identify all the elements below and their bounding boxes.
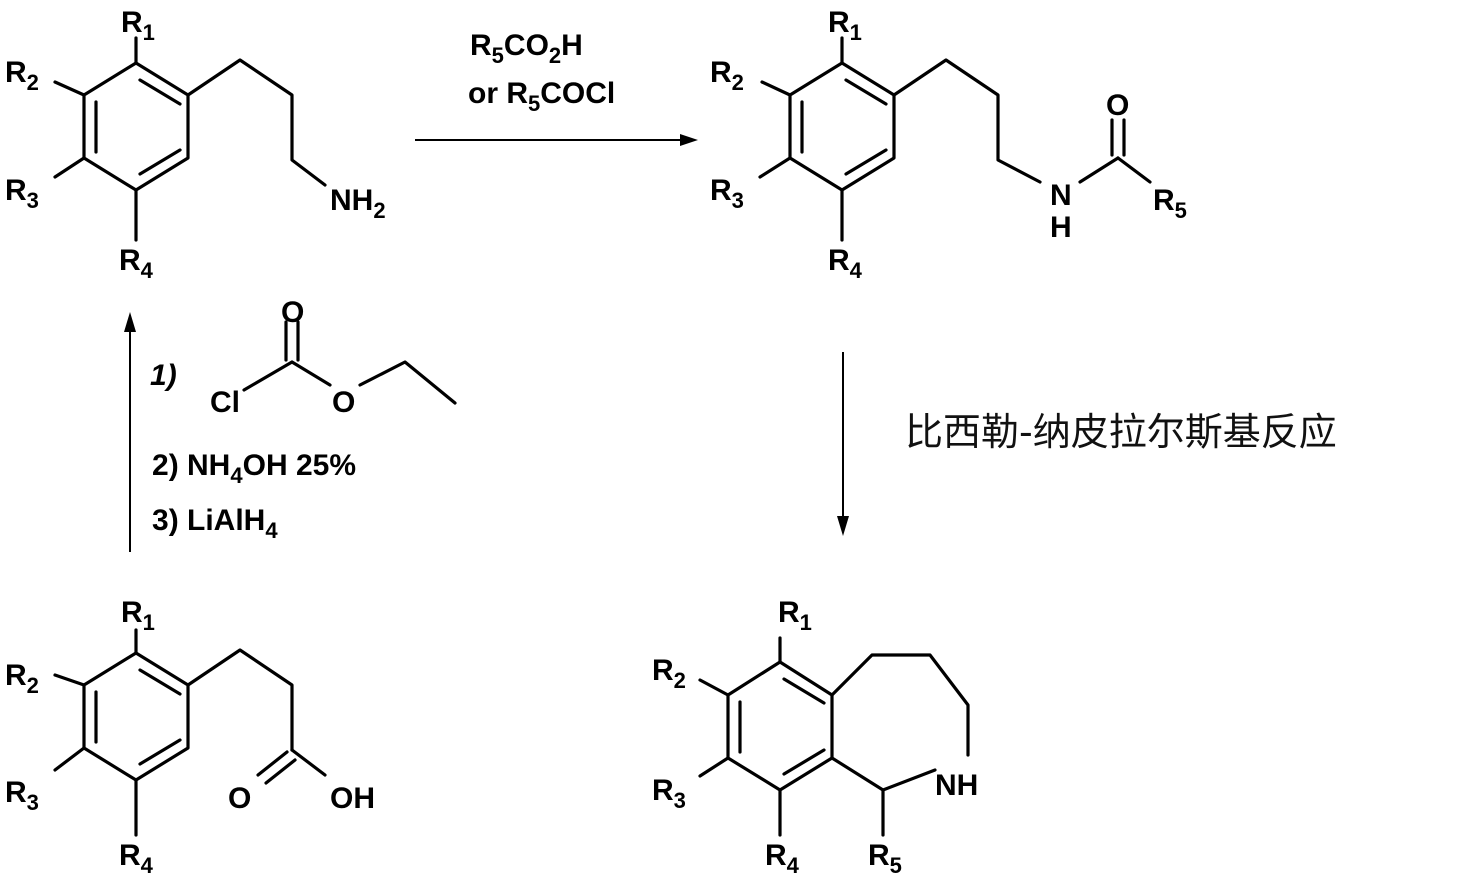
- acid-r3-label: R3: [5, 776, 39, 815]
- acid-r1-label: R1: [121, 596, 155, 635]
- reduction-arrow: [124, 312, 136, 552]
- compound-amine: R1 R2 R3 R4 NH2: [5, 6, 386, 283]
- benzazepine-bonds: [700, 638, 968, 835]
- amide-n-label: N: [1050, 179, 1072, 212]
- benzazepine-r2-label: R2: [652, 654, 686, 693]
- cyclization-arrow: [837, 352, 849, 536]
- benzazepine-r4-label: R4: [765, 839, 800, 878]
- compound-amide: R1 R2 R3 R4 N H O R5: [710, 6, 1187, 283]
- benzazepine-r3-label: R3: [652, 774, 686, 813]
- amine-bonds: [55, 38, 325, 240]
- step2-label: 2) NH4OH 25%: [152, 449, 356, 488]
- acid-r2-label: R2: [5, 659, 39, 698]
- amide-o-label: O: [1106, 89, 1129, 122]
- amide-r2-label: R2: [710, 56, 744, 95]
- amide-r5-label: R5: [1153, 184, 1187, 223]
- acylation-reagent-line1: R5CO2H: [470, 29, 583, 68]
- amide-bonds: [760, 38, 1150, 240]
- chloroformate-ester-o-label: O: [332, 386, 355, 419]
- amide-h-label: H: [1050, 211, 1072, 244]
- amine-r3-label: R3: [5, 174, 39, 213]
- acid-oh-label: OH: [330, 782, 375, 815]
- acylation-arrow: [415, 134, 698, 146]
- acid-bonds: [55, 630, 325, 835]
- benzazepine-r1-label: R1: [778, 596, 812, 635]
- amine-nh2-label: NH2: [330, 184, 386, 223]
- step-reagents: 1) Cl O O 2) NH4OH 25% 3) LiAlH4: [150, 296, 455, 543]
- acylation-reagents: R5CO2H or R5COCl: [468, 29, 615, 116]
- acid-r4-label: R4: [119, 839, 154, 878]
- chloroformate-carbonyl-o-label: O: [281, 296, 304, 329]
- acid-o-label: O: [228, 782, 251, 815]
- benzazepine-nh-label: NH: [935, 769, 978, 802]
- compound-acid: R1 R2 R3 R4 O OH: [5, 596, 375, 878]
- amine-r1-label: R1: [121, 6, 155, 45]
- amide-r1-label: R1: [828, 6, 862, 45]
- step1-label: 1): [150, 359, 177, 392]
- compound-benzazepine: R1 R2 R3 R4 NH R5: [652, 596, 978, 878]
- reaction-name-label: 比西勒-纳皮拉尔斯基反应: [905, 410, 1337, 454]
- chloroformate-cl-label: Cl: [210, 386, 240, 419]
- benzazepine-r5-label: R5: [868, 839, 902, 878]
- ethyl-chloroformate: Cl O O: [210, 296, 455, 419]
- amide-r3-label: R3: [710, 174, 744, 213]
- step3-label: 3) LiAlH4: [152, 504, 278, 543]
- acylation-reagent-line2: or R5COCl: [468, 77, 615, 116]
- amine-r4-label: R4: [119, 244, 154, 283]
- amide-r4-label: R4: [828, 244, 863, 283]
- amine-r2-label: R2: [5, 56, 39, 95]
